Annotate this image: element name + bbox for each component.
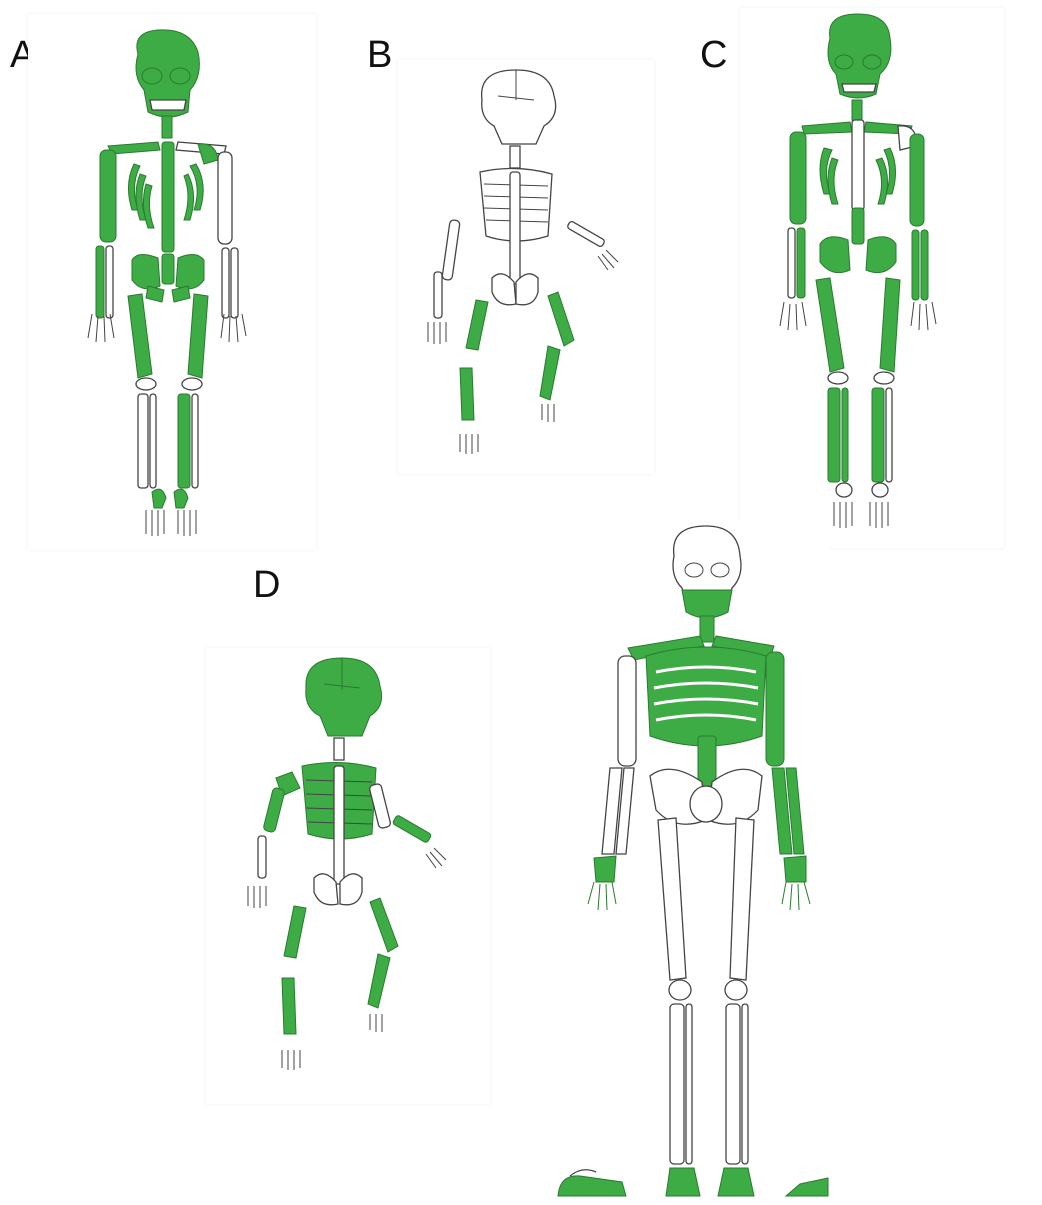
panel-label-d: D: [253, 566, 280, 604]
skeleton-d-icon: [206, 648, 490, 1104]
panel-label-c: C: [700, 36, 727, 74]
panel-e: [510, 520, 830, 1200]
skeleton-a-icon: [28, 14, 316, 550]
panel-d: [206, 648, 490, 1104]
panel-b: [398, 60, 654, 474]
skeleton-b-icon: [398, 60, 654, 474]
skeleton-e-icon: [510, 520, 830, 1200]
panel-a: [28, 14, 316, 550]
panel-c: [740, 8, 1004, 548]
skeleton-c-icon: [740, 8, 1004, 548]
panel-label-b: B: [367, 36, 392, 74]
